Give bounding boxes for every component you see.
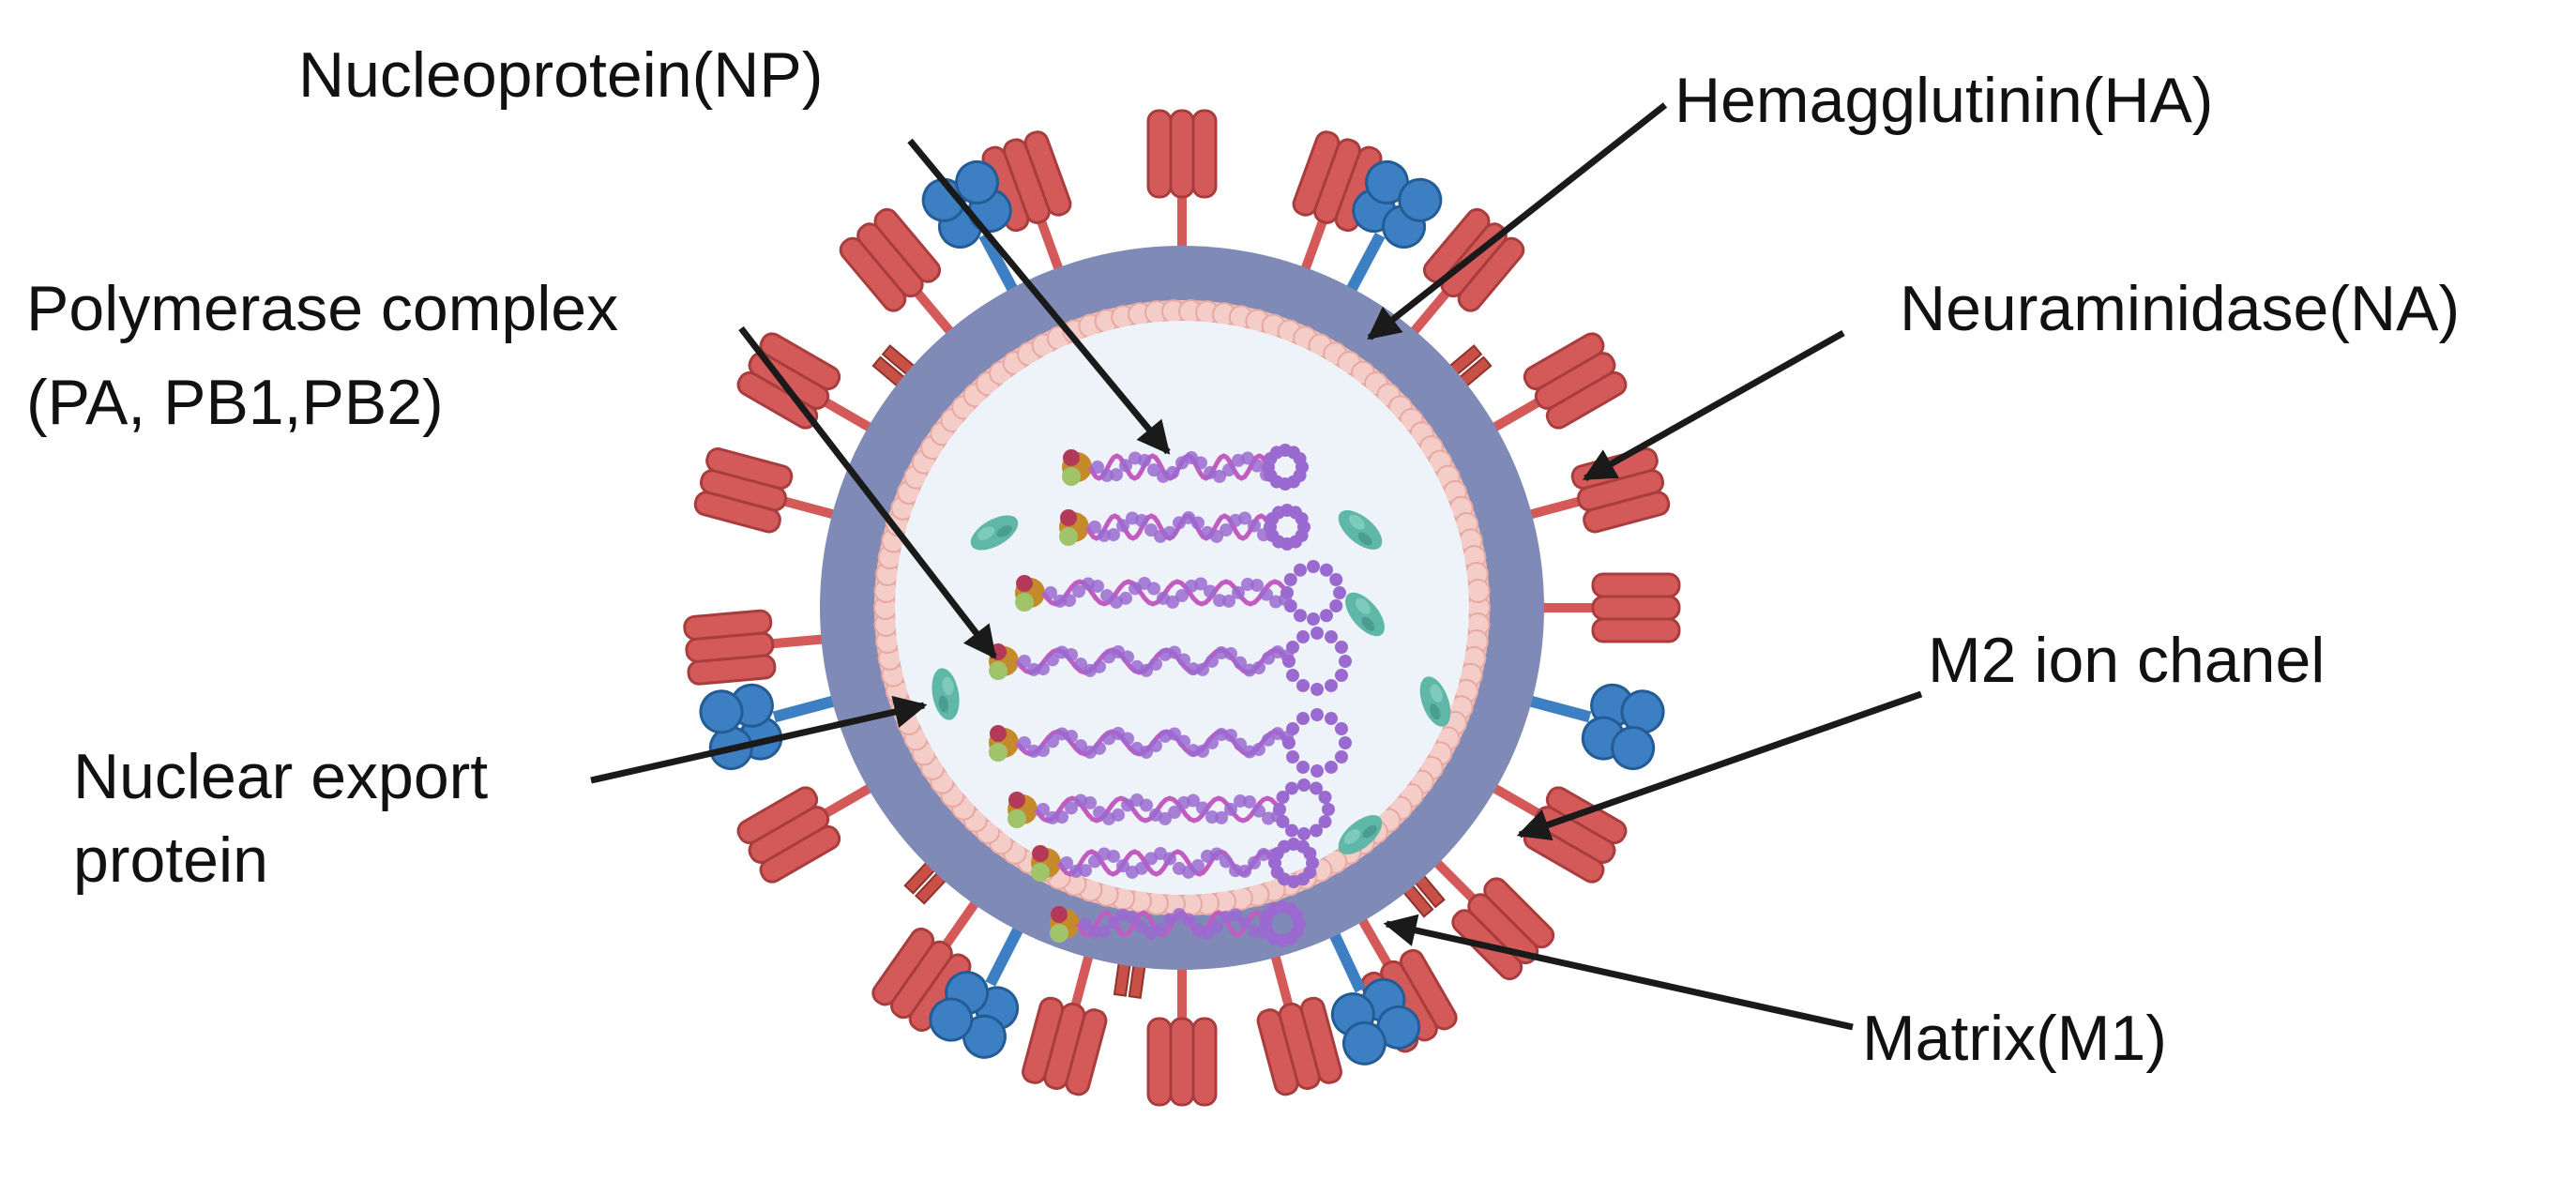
nep-blob — [970, 515, 1019, 551]
arrow-m2 — [1516, 690, 1923, 841]
rnp-segment — [1050, 900, 1306, 947]
hemagglutinin-spike — [1146, 109, 1218, 251]
label-nucleoprotein: Nucleoprotein(NP) — [298, 39, 823, 111]
label-nep-line1: Nuclear export — [73, 741, 488, 812]
hemagglutinin-spike — [1538, 572, 1681, 643]
annotation-arrows — [590, 102, 1923, 1031]
hemagglutinin-spike — [736, 781, 876, 884]
hemagglutinin-spike — [1292, 130, 1383, 275]
hemagglutinin-spike — [1256, 950, 1342, 1096]
surface-proteins — [683, 109, 1681, 1107]
hemagglutinin-spike — [1524, 447, 1671, 534]
label-nep-line2: protein — [73, 824, 268, 896]
label-m2: M2 ion chanel — [1928, 625, 2325, 696]
arrow-matrix — [1383, 914, 1854, 1031]
nep-blob — [1419, 676, 1451, 727]
rnp-segment — [1059, 504, 1311, 551]
arrow-polymerase — [738, 325, 997, 659]
label-hemagglutinin: Hemagglutinin(HA) — [1674, 65, 2213, 136]
label-polymerase-line2: (PA, PB1,PB2) — [26, 367, 444, 438]
hemagglutinin-spike — [683, 609, 827, 686]
hemagglutinin-spike — [1488, 332, 1628, 434]
hemagglutinin-spike — [693, 447, 840, 534]
label-matrix: Matrix(M1) — [1862, 1003, 2167, 1074]
labels: Nucleoprotein(NP) Hemagglutinin(HA) Poly… — [26, 39, 2460, 1074]
neuraminidase-spike — [929, 921, 1026, 1059]
label-neuraminidase: Neuraminidase(NA) — [1900, 273, 2460, 344]
hemagglutinin-spike — [871, 897, 982, 1032]
hemagglutinin-spike — [1431, 856, 1555, 981]
rnp-segments — [989, 444, 1352, 947]
hemagglutinin-spike — [1488, 781, 1628, 884]
rnp-segment — [989, 708, 1352, 778]
label-polymerase-line1: Polymerase complex — [26, 273, 618, 344]
nuclear-export-proteins — [932, 510, 1451, 854]
rnp-segment — [1015, 560, 1346, 626]
nep-blob — [1338, 510, 1383, 550]
arrow-nep — [590, 695, 928, 784]
rnp-segment — [989, 627, 1352, 696]
arrow-nucleoprotein — [907, 138, 1171, 455]
neuraminidase-spike — [921, 159, 1021, 298]
nep-blob — [932, 668, 960, 720]
neuraminidase-spike — [1523, 683, 1665, 771]
neuraminidase-spike — [1343, 159, 1443, 298]
hemagglutinin-spike — [839, 207, 957, 339]
arrow-hemagglutinin — [1367, 102, 1668, 340]
hemagglutinin-spike — [1022, 950, 1108, 1096]
rnp-segment — [1062, 444, 1309, 491]
rnp-segment — [1031, 838, 1319, 888]
neuraminidase-spike — [1326, 927, 1421, 1066]
arrow-neuraminidase — [1582, 329, 1845, 482]
nep-blob — [1338, 815, 1383, 854]
rnp-segment — [1008, 778, 1335, 840]
nep-blob — [1345, 592, 1385, 637]
hemagglutinin-spike — [981, 130, 1072, 275]
hemagglutinin-spike — [1146, 964, 1218, 1107]
